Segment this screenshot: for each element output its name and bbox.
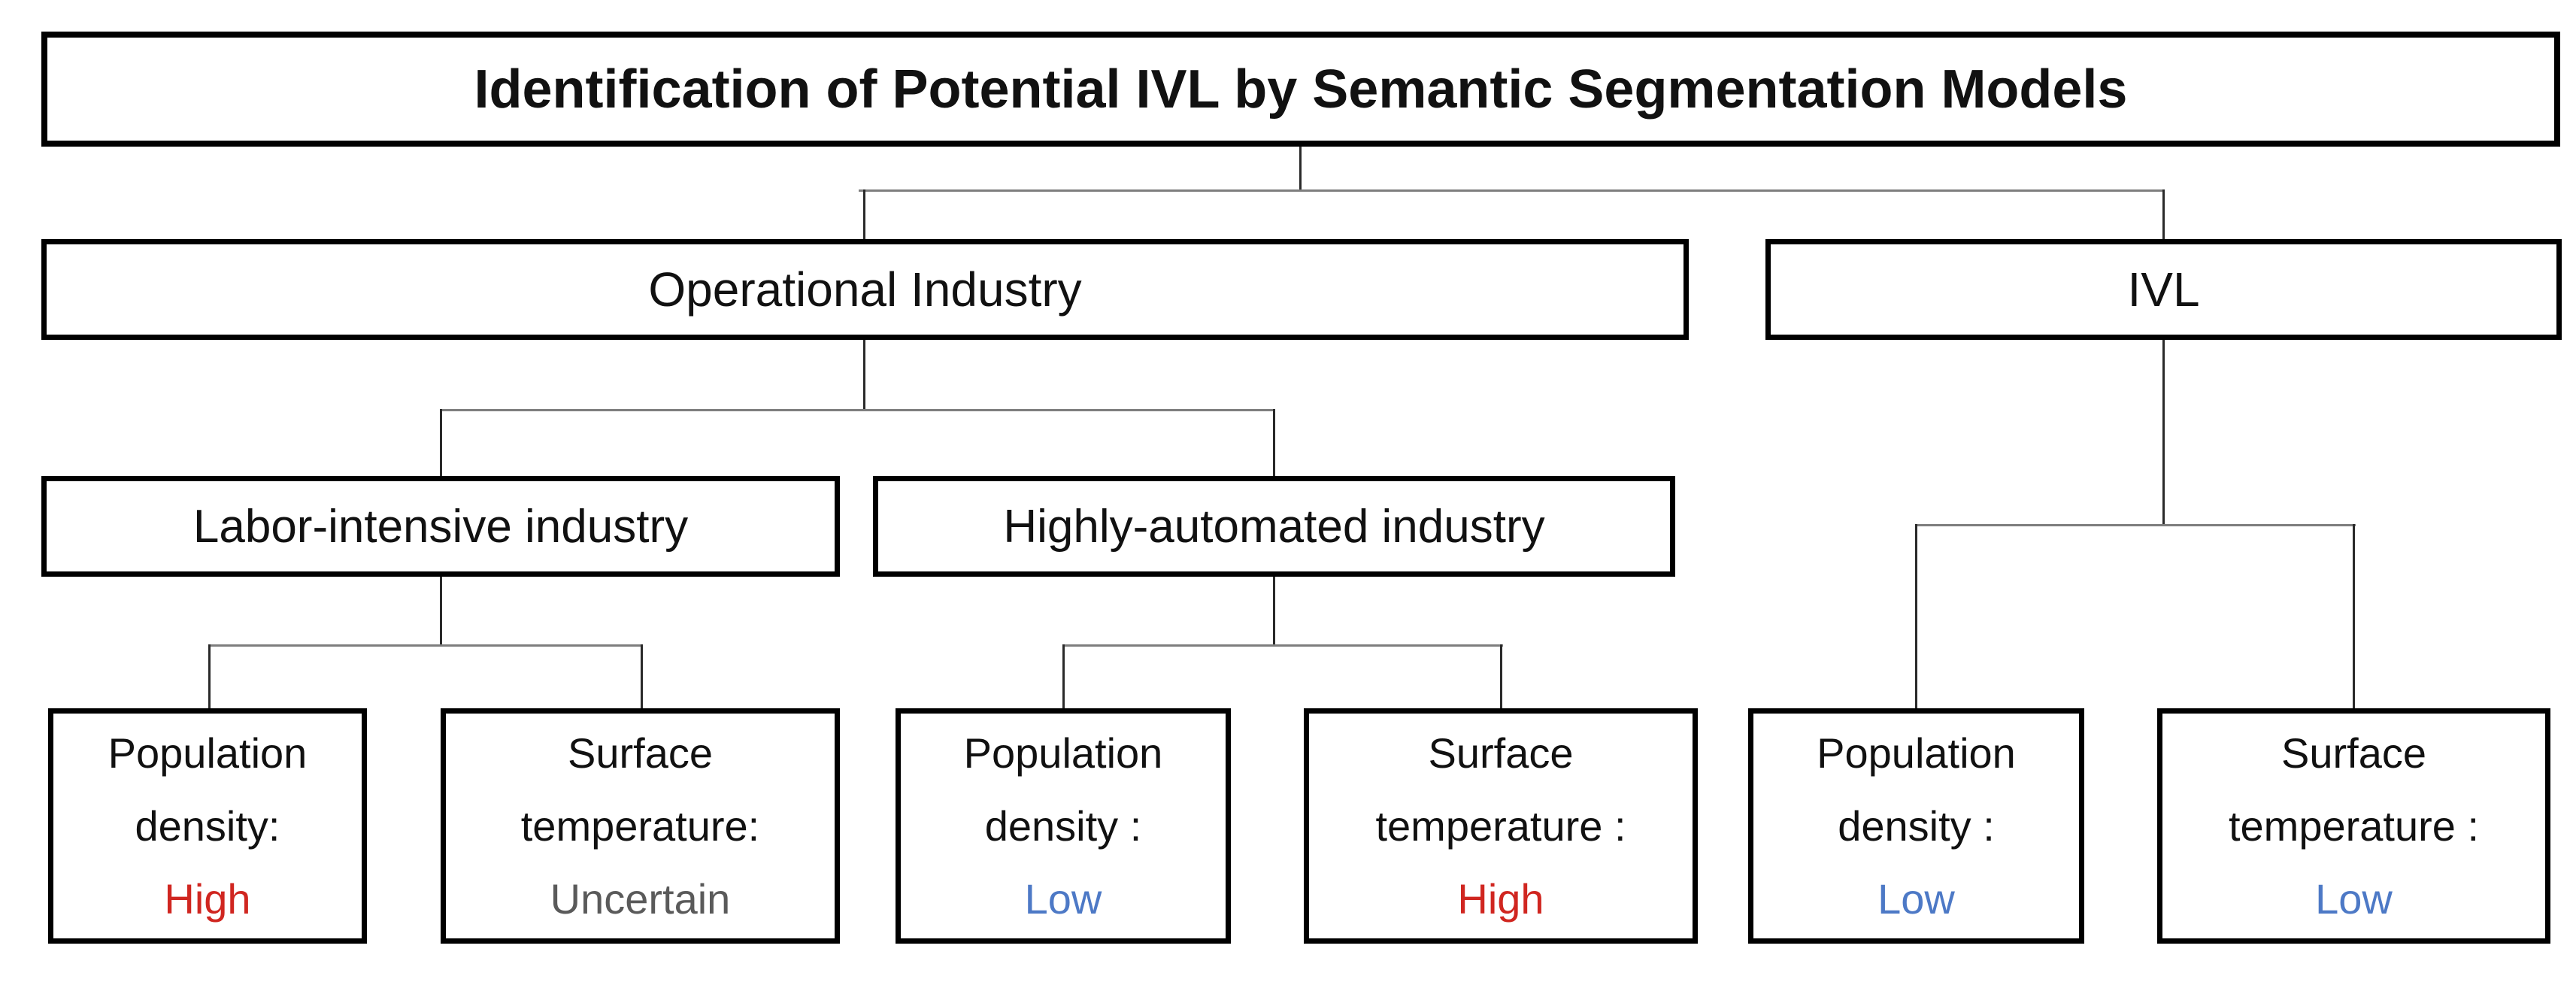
node-labor-intensive-industry: Labor-intensive industry xyxy=(41,476,840,577)
node-highly-automated-industry: Highly-automated industry xyxy=(873,476,1675,577)
leaf-label-line: temperature : xyxy=(1375,802,1626,850)
leaf-highly-population-density: Population density : Low xyxy=(896,708,1231,944)
leaf-label-line: temperature: xyxy=(520,802,760,850)
leaf-label-line: Surface xyxy=(1428,729,1574,777)
leaf-label-line: temperature : xyxy=(2228,802,2480,850)
connector-title-down xyxy=(1299,147,1302,192)
leaf-labor-surface-temperature: Surface temperature: Uncertain xyxy=(441,708,840,944)
connector-to-leaf4 xyxy=(1500,644,1502,708)
leaf-value: Uncertain xyxy=(550,875,731,923)
leaf-label-line: Population xyxy=(108,729,308,777)
connector-ivl-children-bar xyxy=(1915,524,2356,526)
leaf-label-line: Population xyxy=(1817,729,2016,777)
node-operational-industry: Operational Industry xyxy=(41,239,1689,340)
leaf-label-line: density: xyxy=(135,802,280,850)
connector-labor-down xyxy=(440,577,442,647)
connector-to-highly xyxy=(1273,409,1275,476)
connector-to-labor xyxy=(440,409,442,476)
leaf-value: High xyxy=(1457,875,1544,923)
connector-to-operational xyxy=(863,189,865,239)
leaf-label-line: density : xyxy=(984,802,1142,850)
connector-to-leaf6 xyxy=(2353,524,2355,708)
connector-highly-down xyxy=(1273,577,1275,647)
leaf-value: High xyxy=(164,875,251,923)
leaf-label-line: Population xyxy=(963,729,1163,777)
connector-operational-down xyxy=(863,340,865,411)
connector-to-ivl xyxy=(2162,189,2165,239)
connector-labor-children-bar xyxy=(208,644,643,647)
leaf-ivl-population-density: Population density : Low xyxy=(1748,708,2084,944)
connector-ivl-down xyxy=(2162,340,2165,526)
leaf-highly-surface-temperature: Surface temperature : High xyxy=(1304,708,1698,944)
leaf-value: Low xyxy=(1877,875,1955,923)
leaf-labor-population-density: Population density: High xyxy=(48,708,367,944)
leaf-ivl-surface-temperature: Surface temperature : Low xyxy=(2157,708,2550,944)
leaf-label-line: Surface xyxy=(568,729,713,777)
connector-to-leaf1 xyxy=(208,644,211,708)
leaf-label-line: density : xyxy=(1838,802,1995,850)
connector-to-leaf5 xyxy=(1915,524,1917,708)
connector-level3-bar xyxy=(440,409,1275,411)
diagram-title: Identification of Potential IVL by Seman… xyxy=(41,32,2560,147)
connector-to-leaf2 xyxy=(641,644,643,708)
connector-highly-children-bar xyxy=(1062,644,1503,647)
leaf-label-line: Surface xyxy=(2281,729,2426,777)
connector-level2-bar xyxy=(859,189,2165,192)
leaf-value: Low xyxy=(2315,875,2393,923)
leaf-value: Low xyxy=(1024,875,1102,923)
node-ivl: IVL xyxy=(1765,239,2562,340)
connector-to-leaf3 xyxy=(1062,644,1065,708)
